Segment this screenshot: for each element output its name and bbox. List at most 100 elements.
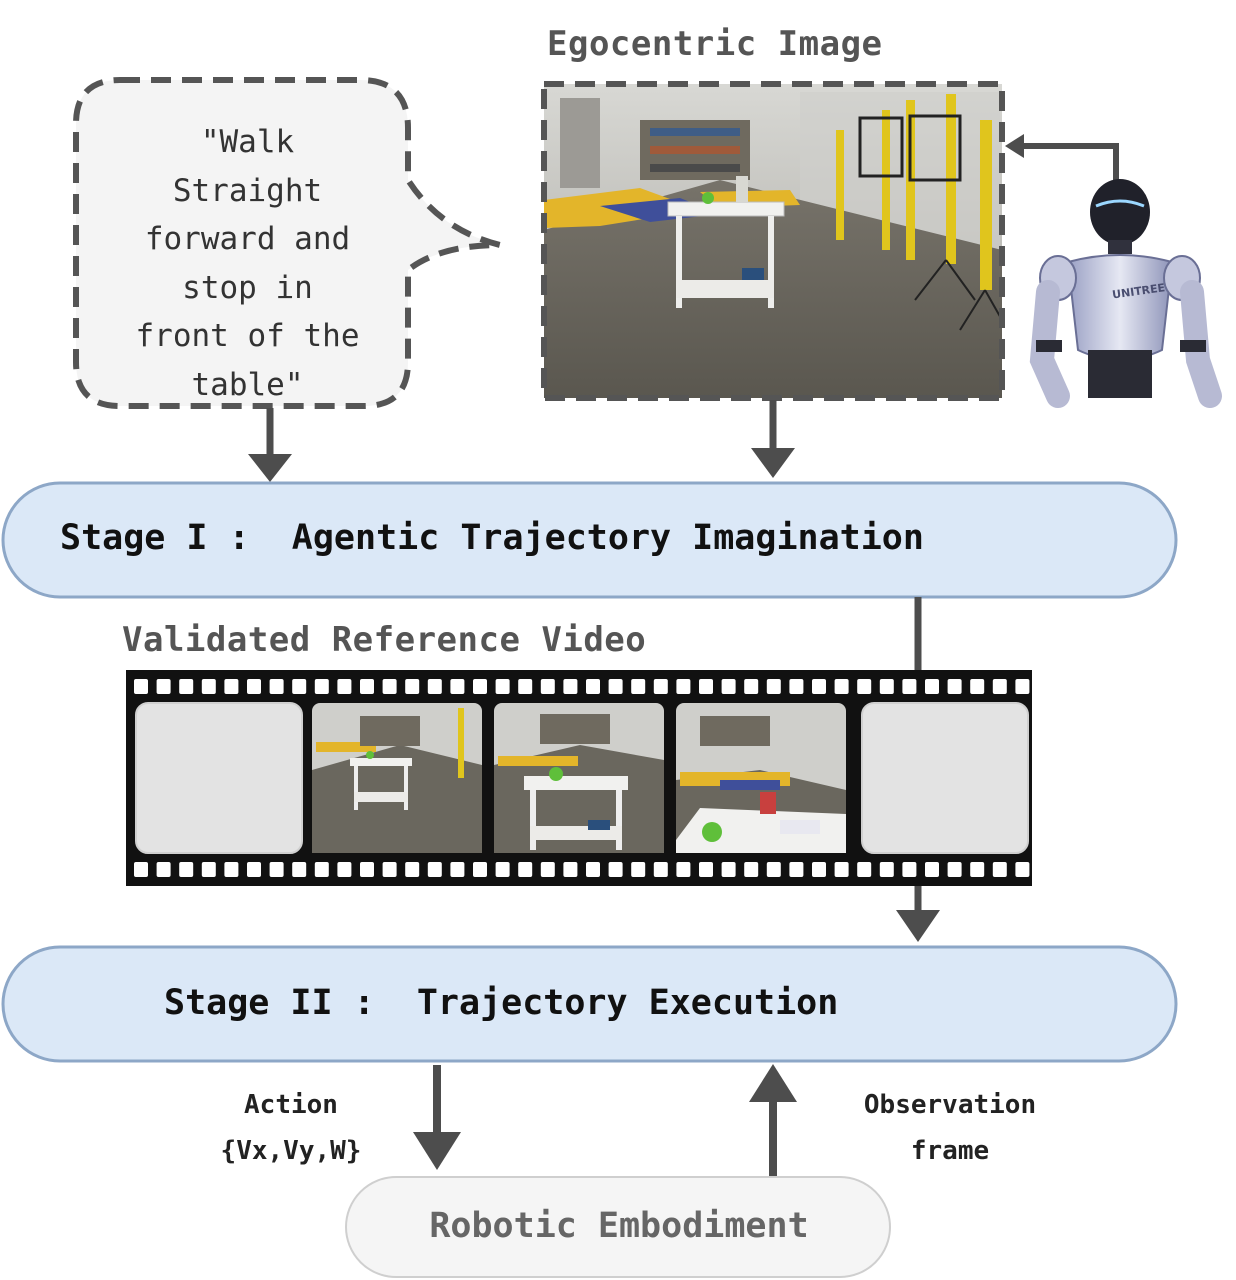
film-frame-far-view [312, 703, 482, 853]
action-label-line2: {Vx,Vy,W} [220, 1136, 362, 1166]
arrowhead-action-down [413, 1132, 461, 1170]
observation-label: Observation frame [830, 1082, 1070, 1174]
film-sprocket-hole [857, 679, 872, 694]
film-sprocket-hole [676, 679, 691, 694]
film-sprocket-hole [608, 862, 623, 877]
embodiment-pill [345, 1176, 891, 1278]
egocentric-image-title: Egocentric Image [547, 24, 883, 64]
film-sprocket-hole [834, 679, 849, 694]
film-sprocket-hole [495, 862, 510, 877]
film-sprocket-hole [563, 679, 578, 694]
speech-bubble-outline [73, 77, 503, 409]
film-sprocket-hole [676, 862, 691, 877]
egocentric-image [544, 84, 1003, 398]
film-sprocket-hole [789, 862, 804, 877]
film-sprocket-hole [902, 862, 917, 877]
film-sprocket-hole [382, 862, 397, 877]
film-sprocket-hole [812, 862, 826, 877]
film-sprocket-hole [382, 679, 397, 694]
film-sprocket-hole [292, 862, 307, 877]
film-sprocket-hole [608, 679, 623, 694]
film-sprocket-hole [970, 679, 985, 694]
humanoid-robot [1005, 134, 1222, 408]
film-sprocket-hole [134, 679, 148, 694]
film-sprocket-hole [925, 679, 939, 694]
action-label: Action {Vx,Vy,W} [186, 1082, 396, 1174]
film-sprocket-hole [405, 679, 420, 694]
film-sprocket-hole [812, 679, 826, 694]
arrowhead-image-to-stage1 [751, 448, 795, 478]
film-sprocket-hole [744, 862, 759, 877]
film-sprocket-hole [925, 862, 939, 877]
film-sprocket-hole [699, 679, 713, 694]
film-sprocket-hole [224, 862, 239, 877]
film-sprocket-hole [992, 679, 1007, 694]
film-sprocket-hole [337, 679, 352, 694]
film-sprocket-hole [744, 679, 759, 694]
film-sprocket-hole [473, 679, 487, 694]
stage1-pill [1, 481, 1178, 599]
film-sprocket-hole [879, 679, 894, 694]
film-sprocket-hole [247, 862, 261, 877]
film-sprocket-hole [518, 679, 533, 694]
stage1-label: Stage I : Agentic Trajectory Imagination [60, 518, 924, 558]
film-sprocket-hole [269, 679, 284, 694]
film-sprocket-hole [314, 679, 329, 694]
film-sprocket-hole [540, 862, 555, 877]
film-sprocket-hole [540, 679, 555, 694]
film-sprocket-hole [337, 862, 352, 877]
stage2-pill [1, 945, 1178, 1063]
film-strip [126, 670, 1032, 886]
film-sprocket-hole [134, 862, 148, 877]
film-sprocket-hole [292, 679, 307, 694]
film-sprocket-hole [766, 862, 781, 877]
film-sprocket-hole [653, 679, 668, 694]
film-sprocket-hole [450, 862, 465, 877]
film-sprocket-hole [360, 679, 374, 694]
film-sprocket-hole [360, 862, 374, 877]
film-sprocket-hole [495, 679, 510, 694]
arrowhead-instruction-to-stage1 [248, 454, 292, 482]
film-sprocket-hole [653, 862, 668, 877]
instruction-text: "Walk Straight forward and stop in front… [135, 124, 360, 403]
film-sprocket-hole [563, 862, 578, 877]
arrowhead-observation-up [749, 1064, 797, 1102]
film-sprocket-hole [992, 862, 1007, 877]
film-sprocket-hole [857, 862, 872, 877]
film-sprocket-hole [269, 862, 284, 877]
film-sprocket-hole [721, 679, 736, 694]
film-sprocket-hole [586, 862, 600, 877]
film-sprocket-hole [427, 862, 442, 877]
film-sprocket-hole [518, 862, 533, 877]
film-sprocket-hole [721, 862, 736, 877]
robotic-embodiment-label: Robotic Embodiment [429, 1206, 809, 1246]
film-sprocket-hole [947, 862, 962, 877]
stage2-label: Stage II : Trajectory Execution [164, 983, 839, 1023]
film-sprocket-hole [766, 679, 781, 694]
film-sprocket-hole [473, 862, 487, 877]
action-label-line1: Action [244, 1090, 338, 1120]
film-sprocket-hole [247, 679, 261, 694]
film-frame-blank-left [135, 702, 303, 854]
film-sprocket-hole [201, 862, 216, 877]
film-sprocket-hole [834, 862, 849, 877]
film-sprocket-hole [179, 679, 194, 694]
film-sprocket-hole [450, 679, 465, 694]
film-sprocket-hole [201, 679, 216, 694]
reference-video-title: Validated Reference Video [122, 620, 647, 660]
film-sprocket-hole [405, 862, 420, 877]
film-frame-close-view [676, 703, 846, 853]
film-sprocket-hole [789, 679, 804, 694]
film-sprocket-hole [156, 862, 171, 877]
film-sprocket-hole [947, 679, 962, 694]
film-sprocket-hole [1015, 862, 1030, 877]
film-sprocket-hole [224, 679, 239, 694]
instruction-speech-bubble [73, 77, 503, 409]
film-sprocket-hole [156, 679, 171, 694]
film-frame-mid-view [494, 703, 664, 853]
film-sprocket-hole [427, 679, 442, 694]
film-sprocket-hole [970, 862, 985, 877]
film-sprocket-hole [586, 679, 600, 694]
observation-label-line2: frame [910, 1136, 990, 1166]
film-frame-blank-right [861, 702, 1029, 854]
